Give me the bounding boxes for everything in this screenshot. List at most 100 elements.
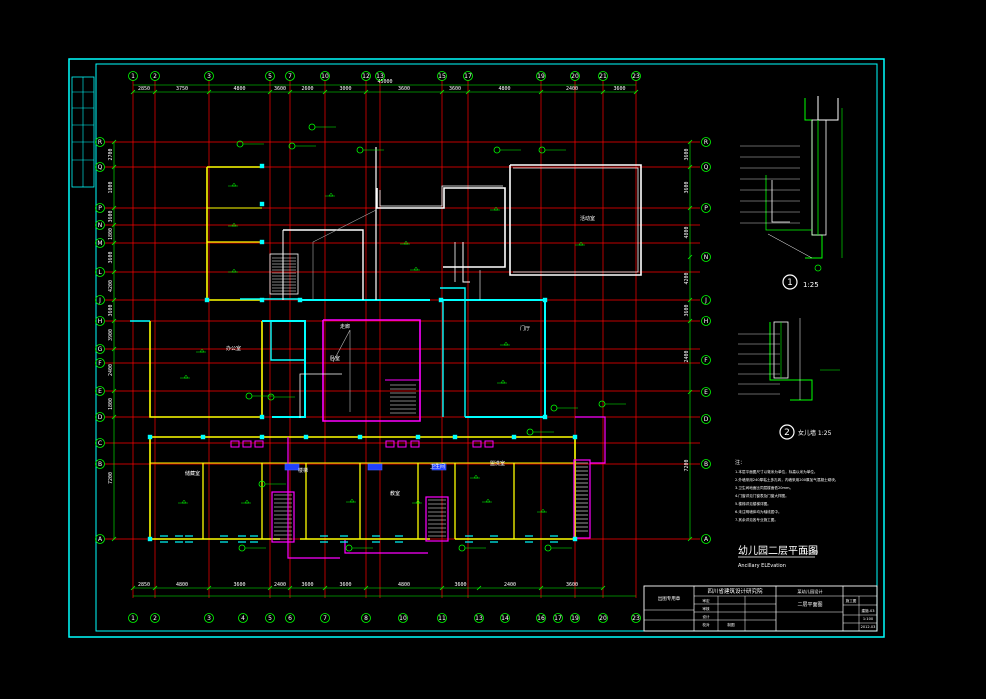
dim-right-label: 3600 [684,304,690,316]
dim-bottom-tick [363,585,369,591]
stamp-label: 出图专用章 [658,595,681,602]
detail-1-parapet [817,96,839,121]
axis-left-C: C [95,438,105,448]
axis-bubble-label: E [98,388,102,395]
wall-cyan-east-block [440,299,546,418]
column-mark [542,414,548,420]
callout-circle [550,404,558,412]
dim-left-tick [111,318,117,324]
axis-bubble-label: 11 [438,615,446,622]
slope-line-1 [312,209,377,300]
room-label: 盥洗室 [490,460,505,467]
axis-bottom-7: 7 [320,613,330,623]
dim-bottom-label: 3600 [233,582,245,588]
axis-bubble-label: A [98,536,103,543]
dim-bottom-tick [152,585,158,591]
column-mark [511,434,517,440]
note-line-1: 1.本层平面图尺寸以毫米为单位，标高以米为单位。 [735,469,818,474]
room-label: 卧室 [330,355,340,362]
axis-top-5: 5 [265,71,275,81]
axis-top-19: 19 [536,71,546,81]
wall-north-room [283,229,364,300]
dim-left-label: 3900 [108,329,114,341]
axis-bubble-label: 23 [632,73,640,80]
axis-bubble-circle [474,613,484,623]
wall-west-wing [206,167,262,301]
room-label: 活动室 [580,215,595,222]
detail-1-wall-core [811,119,827,236]
axis-top-23: 23 [631,71,641,81]
note-line-5: 5.楼梯详见楼梯详图。 [735,501,771,506]
axis-bubble-label: A [704,536,709,543]
title-block-scale: 1:100 [863,617,874,621]
axis-bubble-label: N [704,254,709,261]
axis-bubble-circle [285,71,295,81]
axis-bubble-label: 1 [131,615,135,622]
toilet-fixture [410,440,420,448]
dim-bottom-label: 2850 [138,582,150,588]
south-stair-outline-2 [425,496,449,542]
title-block-project: 某幼儿园设计 [797,588,822,595]
axis-bubble-label: D [98,414,103,421]
dim-bottom-tick [600,585,606,591]
room-label: 走廊 [340,323,350,330]
dim-top-label: 4800 [233,86,245,92]
dim-top-label: 3600 [398,86,410,92]
axis-bottom-23: 23 [631,613,641,623]
axis-bubble-label: H [98,318,103,325]
wall-cyan-inner [270,321,305,361]
axis-top-2: 2 [150,71,160,81]
axis-bubble-label: 1 [131,73,135,80]
toilet-fixture [484,440,494,448]
axis-bottom-1: 1 [128,613,138,623]
axis-bubble-label: 3 [207,73,211,80]
dim-right-tick [687,164,693,170]
stair-core-outline [322,319,421,422]
washbasin-fixture [284,463,300,471]
axis-bubble-label: M [97,240,102,247]
axis-bubble-circle [95,137,105,147]
dim-top-tick [130,89,136,95]
east-stair-outline [573,459,591,539]
axis-top-1: 1 [128,71,138,81]
dim-bottom-tick [538,585,544,591]
dim-top-label: 2400 [566,86,578,92]
general-notes: 注： 1.本层平面图尺寸以毫米为单位，标高以米为单位。 2.外墙采用240厚粘土… [735,459,838,522]
detail-1-scale: 1:25 [803,281,819,289]
axis-bubble-label: 4 [241,615,245,622]
stair-pink-south-2 [344,540,428,554]
level-triangle [578,241,584,246]
axis-bubble-label: 23 [632,615,640,622]
axis-bubble-label: 2 [153,615,157,622]
axis-left-E: E [95,386,105,396]
level-triangle [244,499,250,504]
axis-bottom-3: 3 [204,613,214,623]
title-block-date: 2012.03 [861,625,876,629]
axis-bubble-circle [95,316,105,326]
axis-bubble-circle [150,71,160,81]
drawing-title-scale: 1:100 [803,550,818,556]
axis-bubble-circle [463,71,473,81]
wall-south-east [455,437,576,540]
note-line-2: 2.外墙采用240厚粘土多孔砖，内墙采用200厚加气混凝土砌块。 [735,477,838,482]
column-mark [259,201,265,207]
axis-bubble-label: 5 [268,73,272,80]
callout-circle [238,544,246,552]
detail-1-label-group: 1 1:25 [782,274,819,290]
dim-top-label: 3600 [613,86,625,92]
axis-bubble-circle [631,71,641,81]
dim-left-tick [111,297,117,303]
axis-right-J: J [701,295,711,305]
axis-bubble-circle [701,203,711,213]
title-block-row-2: 审核 [702,606,710,611]
axis-top-21: 21 [598,71,608,81]
room-label: 门厅 [520,325,530,332]
drawing-title-group: 幼儿园二层平面图 1:100 Ancillary ELEvation [738,544,818,569]
axis-bubble-circle [375,71,385,81]
dim-left-tick [111,240,117,246]
axis-bottom-2: 2 [150,613,160,623]
detail-1-frame [771,180,790,223]
room-label: 卫生间 [430,463,445,470]
wall-north-east-hall [509,164,642,276]
